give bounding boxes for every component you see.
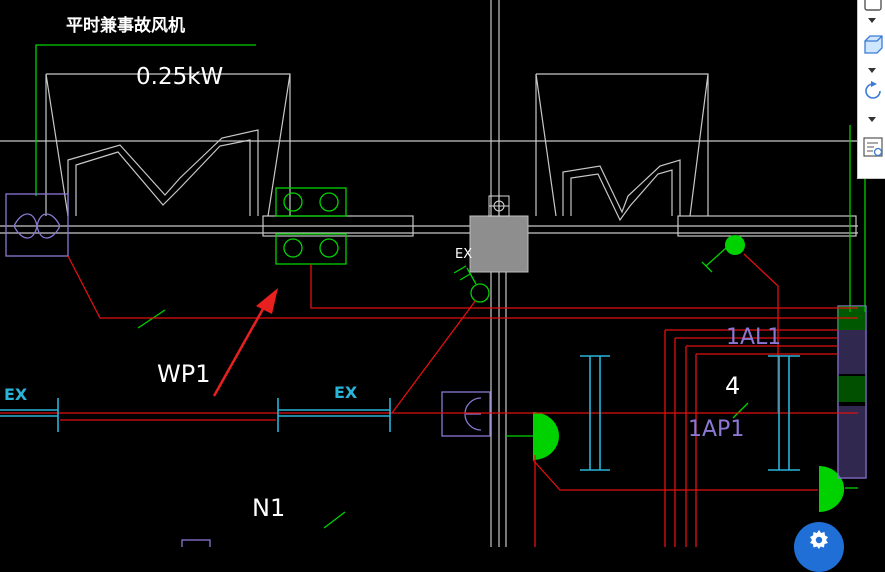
ap1-label: 1AP1: [688, 417, 744, 442]
green-socket-left: [533, 412, 559, 460]
cad-drawing-canvas[interactable]: 平时兼事故风机 0.25kW WP1 EX EX EX N1 1AL1 1AP1…: [0, 0, 885, 547]
view-toolbar: [857, 0, 885, 179]
properties-icon[interactable]: [862, 136, 884, 158]
wall-lines: [0, 0, 858, 547]
ex-small-label: EX: [455, 247, 472, 262]
wp1-label: WP1: [157, 360, 210, 388]
chevron-down-icon[interactable]: [866, 115, 878, 123]
floating-action-button[interactable]: [794, 522, 844, 572]
gear-icon: [810, 530, 828, 549]
chevron-down-icon[interactable]: [866, 66, 878, 74]
num-4-label: 4: [725, 372, 740, 400]
junction-box: [469, 215, 529, 273]
cube-icon[interactable]: [862, 34, 884, 56]
n1-label: N1: [252, 494, 285, 522]
green-lamp-dot: [725, 235, 745, 255]
distribution-panel: [838, 306, 866, 478]
al1-label: 1AL1: [726, 325, 781, 350]
annotation-arrow: [212, 288, 278, 397]
lamp-symbol: [488, 195, 510, 217]
rotate-icon[interactable]: [862, 80, 884, 102]
chevron-down-icon[interactable]: [866, 16, 878, 24]
fan-power-label: 0.25kW: [136, 64, 223, 90]
ex-mid-label: EX: [334, 383, 358, 402]
ex-left-label: EX: [4, 385, 28, 404]
cyan-busbars: [0, 355, 800, 471]
fan-title-label: 平时兼事故风机: [66, 15, 185, 36]
green-elements: [35, 44, 866, 529]
square-icon[interactable]: [862, 0, 884, 22]
red-cables: [0, 253, 858, 547]
